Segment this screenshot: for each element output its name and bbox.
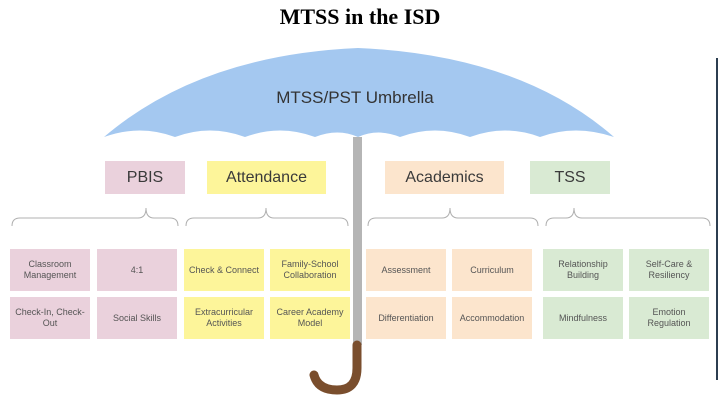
tile-classroom-management: Classroom Management: [10, 249, 90, 291]
tile-self-care-resiliency: Self-Care & Resiliency: [629, 249, 709, 291]
tile-curriculum: Curriculum: [452, 249, 532, 291]
tile-check-connect: Check & Connect: [184, 249, 264, 291]
tile-extracurricular-activities: Extracurricular Activities: [184, 297, 264, 339]
bracket-academics: [367, 207, 539, 227]
umbrella-canopy: [104, 48, 614, 137]
category-tss: TSS: [530, 161, 610, 194]
category-pbis: PBIS: [105, 161, 185, 194]
umbrella-pole: [353, 137, 362, 345]
tile-family-school-collaboration: Family-School Collaboration: [270, 249, 350, 291]
tile-social-skills: Social Skills: [97, 297, 177, 339]
tile-career-academy-model: Career Academy Model: [270, 297, 350, 339]
slide-title: MTSS in the ISD: [279, 4, 441, 29]
umbrella-handle: [309, 340, 362, 395]
tile-mindfulness: Mindfulness: [543, 297, 623, 339]
bracket-tss: [545, 207, 711, 227]
slide-edge-divider: [716, 58, 718, 380]
umbrella-label: MTSS/PST Umbrella: [276, 88, 434, 107]
category-attendance: Attendance: [207, 161, 326, 194]
tile-4-1: 4:1: [97, 249, 177, 291]
tile-differentiation: Differentiation: [366, 297, 446, 339]
tile-emotion-regulation: Emotion Regulation: [629, 297, 709, 339]
tile-accommodation: Accommodation: [452, 297, 532, 339]
tile-check-in-check-out: Check-In, Check-Out: [10, 297, 90, 339]
category-academics: Academics: [385, 161, 504, 194]
bracket-attendance: [185, 207, 349, 227]
tile-relationship-building: Relationship Building: [543, 249, 623, 291]
bracket-pbis: [11, 207, 179, 227]
tile-assessment: Assessment: [366, 249, 446, 291]
